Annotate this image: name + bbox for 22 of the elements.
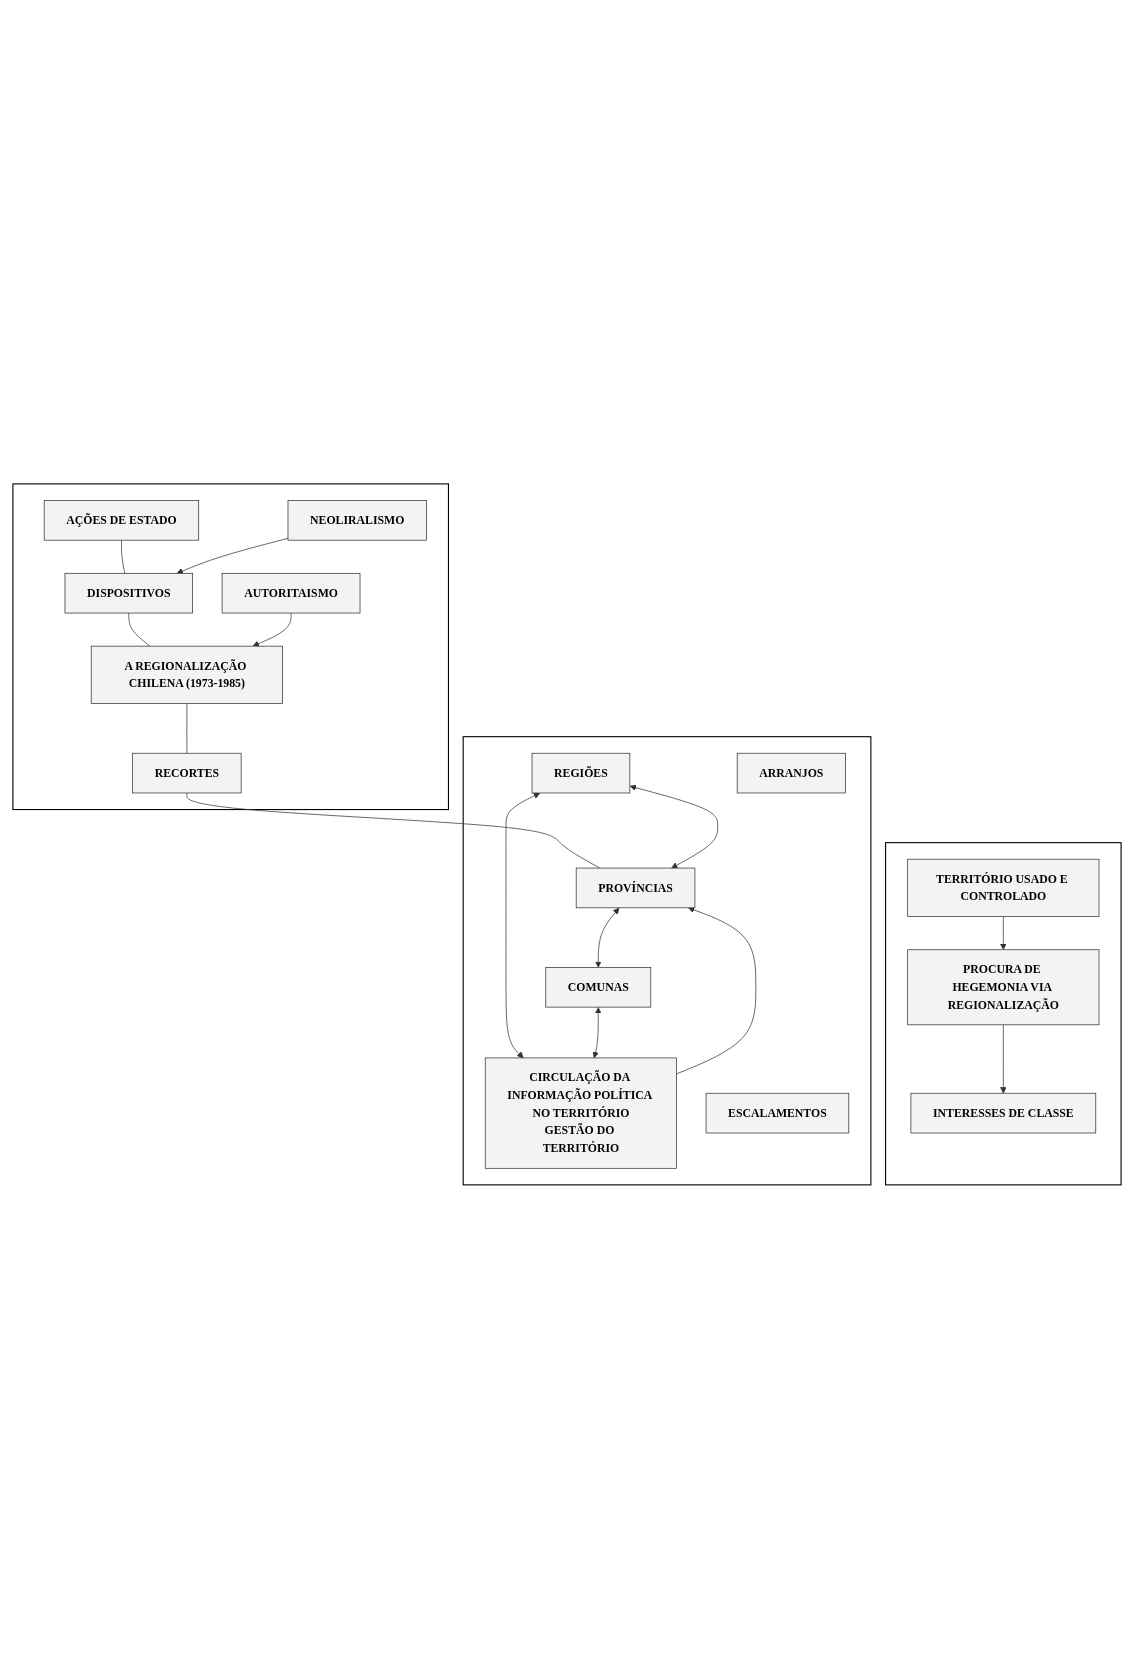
node-box: A REGIONALIZAÇÃO CHILENA (1973-1985)	[90, 645, 283, 704]
connector	[127, 612, 150, 647]
cluster	[884, 841, 1122, 1186]
node-box: DISPOSITIVOS	[64, 572, 193, 614]
node-box: NEOLIRALISMO	[287, 499, 427, 541]
cluster	[462, 735, 871, 1186]
node-box: REGIÕES	[531, 752, 630, 793]
connector	[186, 792, 600, 869]
node-box: ARRANJOS	[736, 752, 846, 793]
node-box: CIRCULAÇÃO DA INFORMAÇÃO POLÍTICA NO TERRITÓRIO GESTÃO DO TERRITÓRIO	[484, 1057, 677, 1169]
node-box: INTERESSES DE CLASSE	[910, 1092, 1096, 1133]
node-box: PROCURA DE HEGEMONIA VIA REGIONALIZAÇÃO	[906, 949, 1099, 1025]
node-box: ESCALAMENTOS	[705, 1092, 849, 1133]
connector	[120, 539, 125, 574]
node-box: RECORTES	[131, 752, 241, 793]
node-box: PROVÍNCIAS	[575, 867, 695, 908]
cluster	[11, 482, 449, 810]
node-box: AÇÕES DE ESTADO	[43, 499, 199, 541]
node-box: TERRITÓRIO USADO E CONTROLADO	[906, 858, 1099, 917]
connector	[186, 702, 187, 754]
node-box: COMUNAS	[544, 966, 651, 1008]
node-box: AUTORITAISMO	[221, 572, 360, 614]
